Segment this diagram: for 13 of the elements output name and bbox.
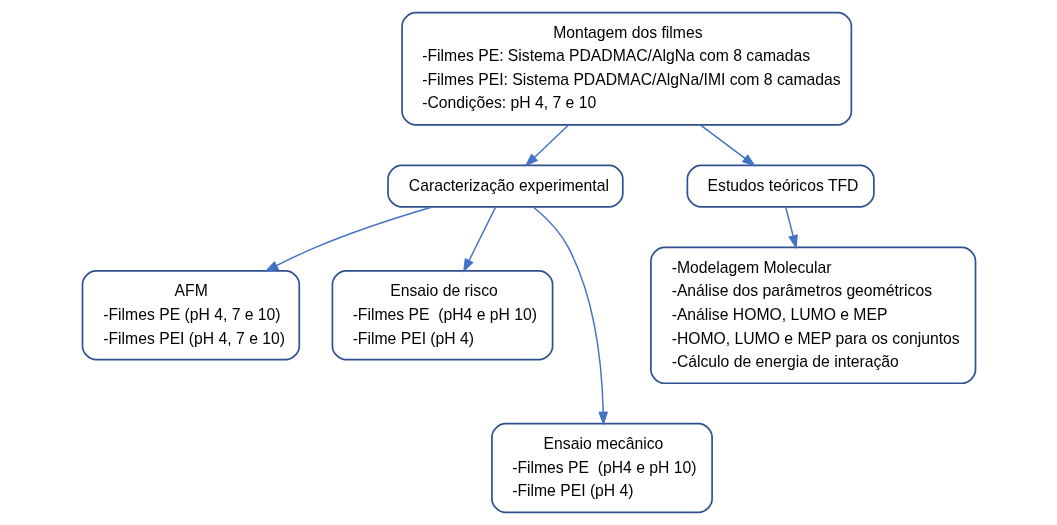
arrow [532, 206, 608, 426]
arrow [462, 206, 496, 273]
arrow [699, 124, 756, 167]
node-box: Ensaio mecânico -Filmes PE (pH4 e pH 10) -Filme PEI (pH 4) [490, 422, 713, 514]
arrow [263, 206, 433, 272]
node-box: Ensaio de risco -Filmes PE (pH4 e pH 10) -Filme PEI (pH 4) [331, 270, 553, 361]
node-box: -Modelagem Molecular -Análise dos parâmetros geométricos -Análise HOMO, LUMO e MEP -HOMO, LUMO e MEP para os conjuntos -Cálculo de energia de interação [649, 246, 976, 385]
node-box: AFM -Filmes PE (pH 4, 7 e 10) -Filmes PEI (pH 4, 7 e 10) [81, 270, 300, 361]
node-box: Caracterização experimental [386, 164, 624, 208]
node-box: Montagem dos filmes -Filmes PE: Sistema PDADMAC/AlgNa com 8 camadas -Filmes PEI: Sistema PDADMAC/AlgNa/IMI com 8 camadas -Condições: pH 4, 7 e 10 [400, 11, 852, 126]
arrow [524, 124, 569, 167]
node-box: Estudos teóricos TFD [686, 164, 875, 208]
arrow [784, 206, 798, 250]
